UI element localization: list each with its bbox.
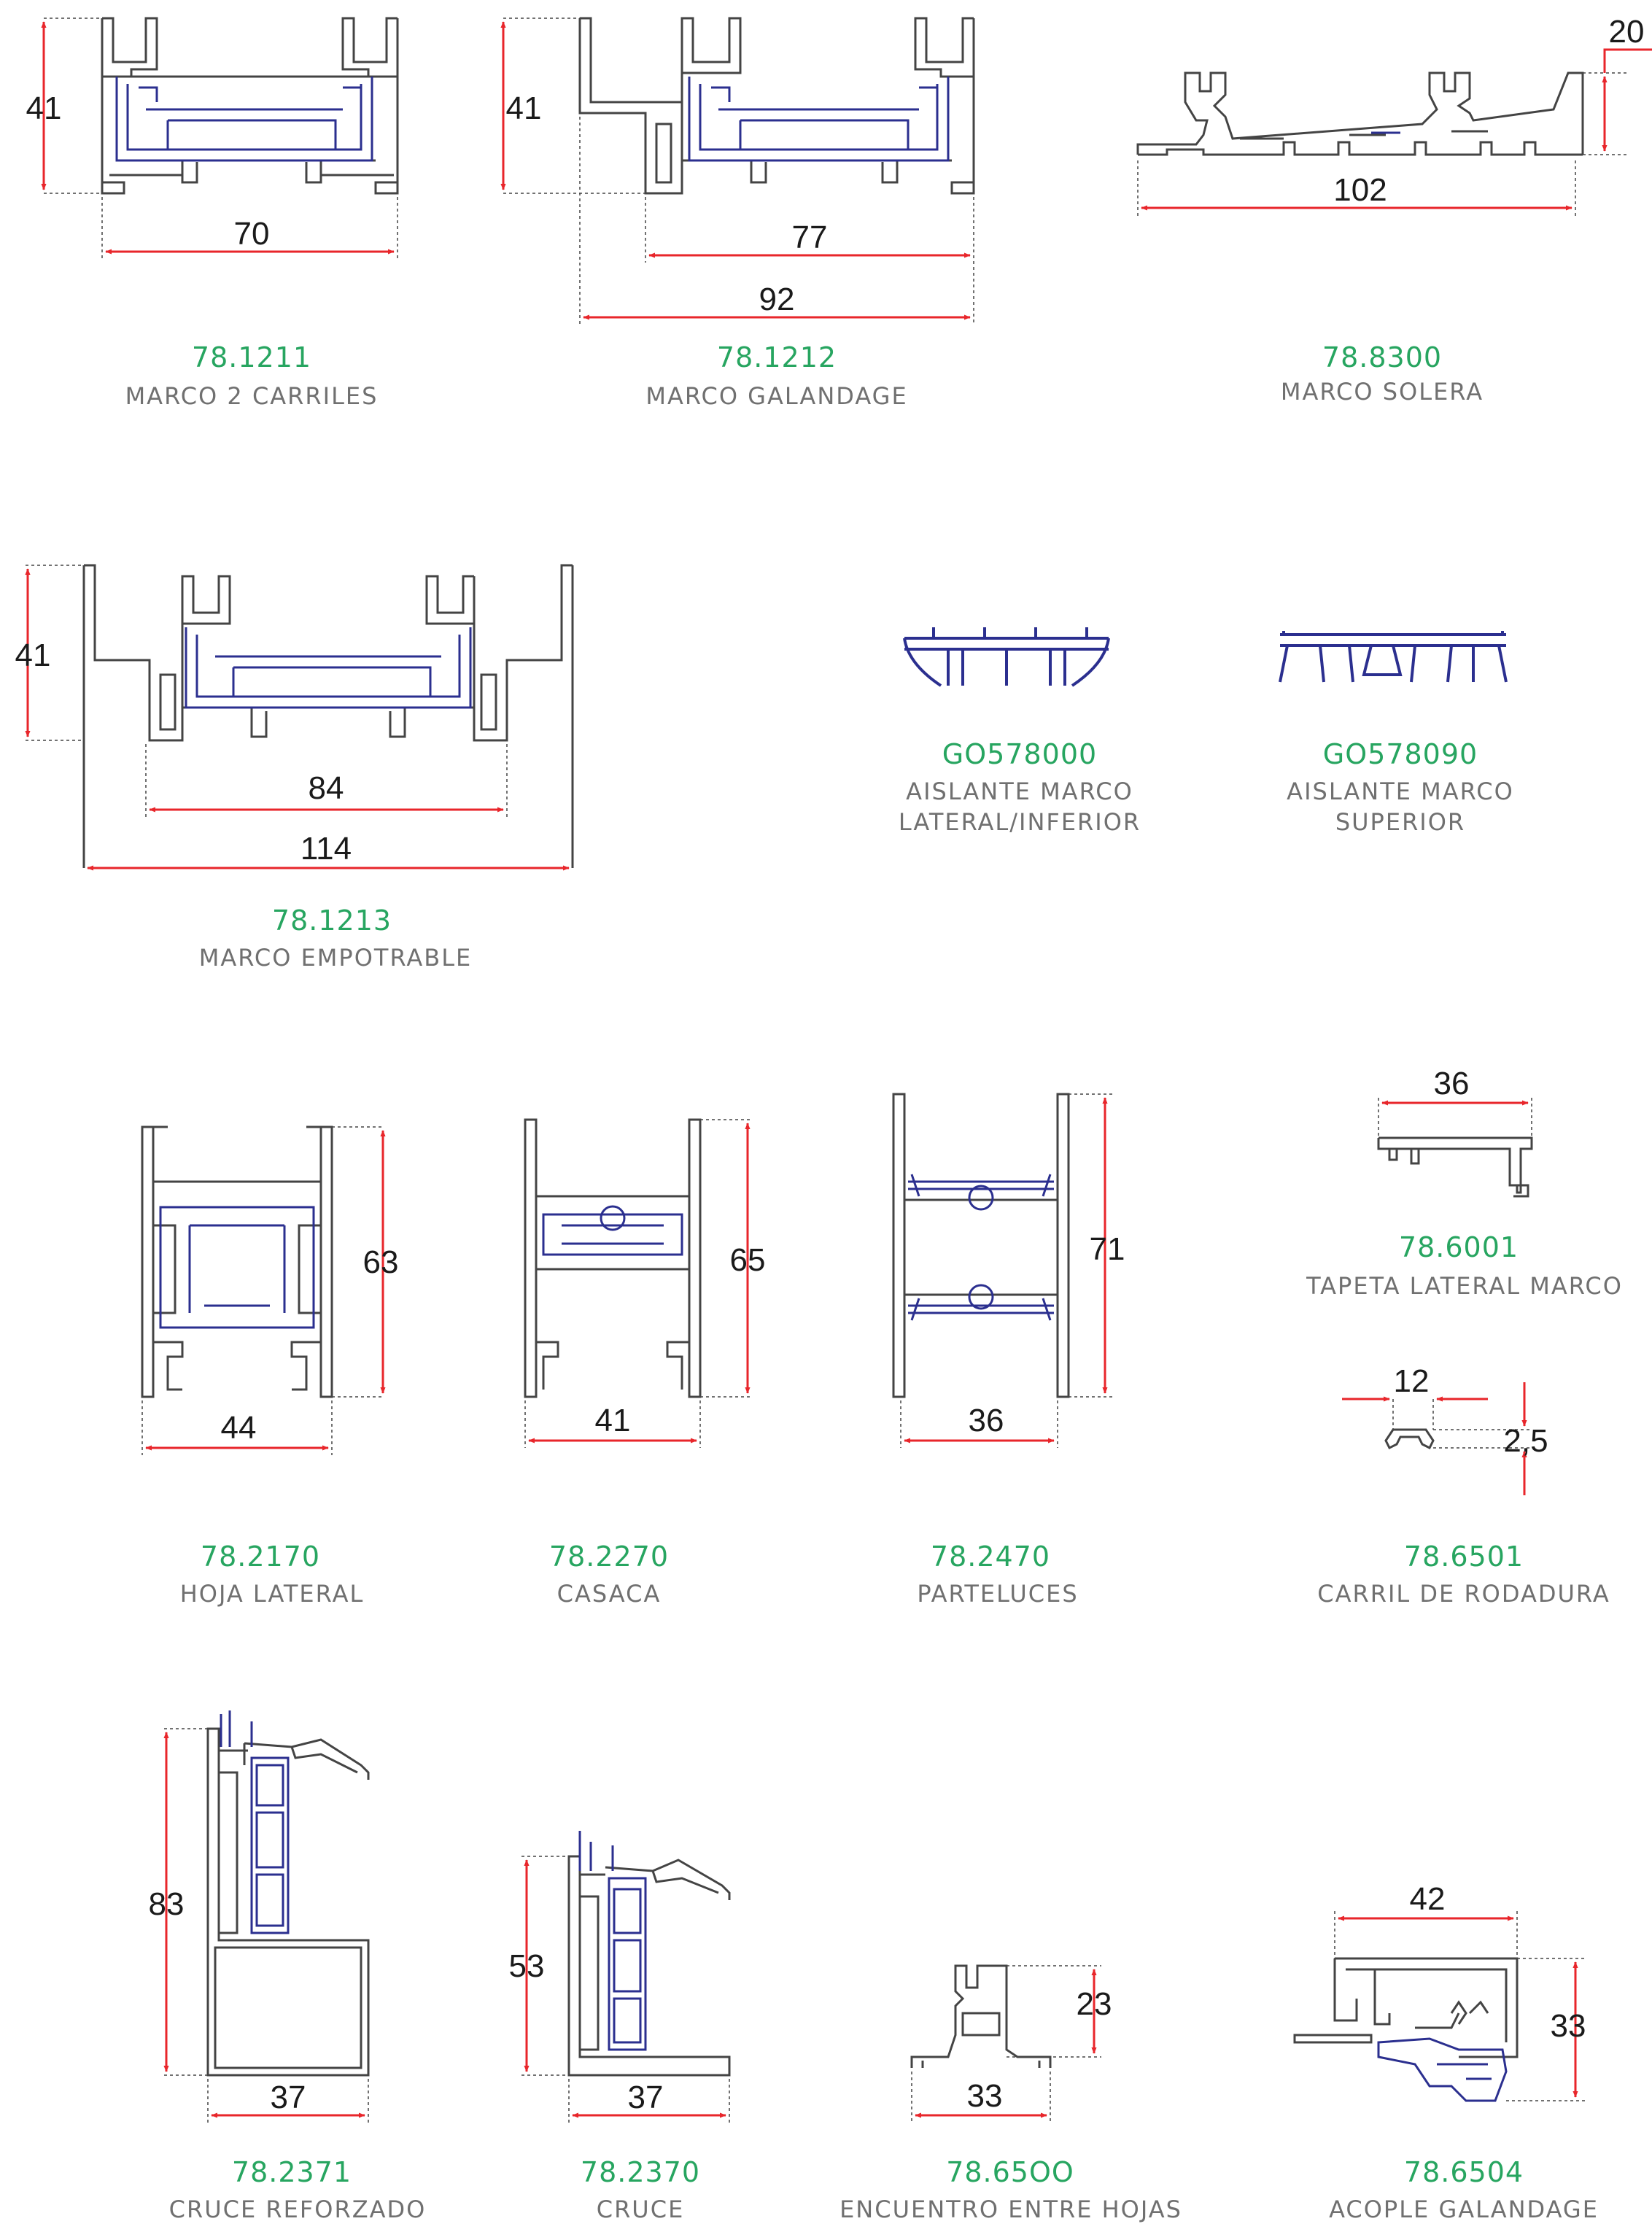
profile-drawing-78-8300 [1136,71,1584,156]
profile-name-78-1211: MARCO 2 CARRILES [125,382,379,410]
profile-code-go578090: GO578090 [1322,738,1478,770]
insulator-78-1213 [185,627,472,709]
dimensions-78-6504: 42 33 [1334,1881,1586,2101]
dim-78-6001-0: 36 [1434,1066,1470,1101]
profile-drawing-78-6500 [910,1964,1052,2068]
insulator-go578000 [903,627,1110,687]
dim-78-2170-0: 63 [363,1244,399,1280]
profile-name-78-6001: TAPETA LATERAL MARCO [1306,1272,1623,1300]
profile-drawing-78-2270 [524,1118,702,1398]
insulator-78-2270 [542,1205,683,1256]
profile-drawing-78-6001 [1377,1136,1533,1198]
profile-code-78-6504: 78.6504 [1403,2156,1524,2188]
profile-name-78-6504: ACOPLE GALANDAGE [1329,2196,1599,2223]
profile-code-78-6501: 78.6501 [1403,1541,1524,1573]
insulator-78-1212 [688,77,950,162]
insulator-78-1211 [115,77,373,162]
dim-78-6500-0: 23 [1077,1986,1112,2022]
insulator-78-2170 [159,1206,315,1329]
insulator-go578090 [1279,631,1508,683]
insulator-78-2371 [220,1710,290,1934]
profile-code-78-1211: 78.1211 [191,341,312,373]
profile-code-78-2370: 78.2370 [580,2156,701,2188]
profile-drawing-78-6504 [1293,1957,1519,2058]
profile-drawing-78-1211 [101,17,399,195]
dim-78-6501-0: 12 [1394,1363,1430,1399]
dimensions-78-8300: 20 102 [1137,14,1652,219]
profile-name-78-6501: CARRIL DE RODADURA [1317,1580,1610,1608]
dim-78-2370-0: 53 [509,1948,545,1984]
dim-78-2270-0: 65 [730,1242,766,1278]
profile-drawing-78-2470 [892,1093,1070,1398]
dim-78-6504-1: 33 [1551,2008,1586,2044]
profile-code-78-2470: 78.2470 [930,1541,1051,1573]
profile-name-78-2170: HOJA LATERAL [179,1580,365,1608]
dimensions-78-2371: 83 37 [149,1728,369,2123]
profile-code-78-6500: 78.65OO [946,2156,1074,2188]
profile-code-78-1213: 78.1213 [271,904,392,937]
profile-drawing-78-2370 [567,1855,731,2077]
dim-78-2371-1: 37 [271,2080,306,2115]
profile-drawing-78-6501 [1384,1428,1435,1450]
dimensions-78-2270: 65 41 [524,1119,766,1448]
dim-78-1211-1: 70 [234,216,270,252]
dim-78-2470-1: 36 [969,1403,1004,1438]
dim-78-1212-0: 41 [506,90,542,126]
profile-name-78-1212: MARCO GALANDAGE [645,382,908,410]
profile-name-78-2270: CASACA [557,1580,662,1608]
dimensions-78-2370: 53 37 [509,1856,730,2123]
profile-name-78-8300: MARCO SOLERA [1280,378,1484,406]
profile-code-78-6001: 78.6001 [1398,1231,1519,1263]
dim-78-6504-0: 42 [1410,1881,1446,1917]
dimensions-78-1211: 41 70 [26,18,398,259]
profile-name-78-6500: ENCUENTRO ENTRE HOJAS [839,2196,1182,2223]
dimensions-78-2170: 63 44 [141,1126,399,1455]
dim-78-1212-1: 77 [792,220,828,255]
dim-78-2370-1: 37 [628,2080,664,2115]
dim-78-1213-2: 114 [300,831,352,867]
dimensions-78-6501: 12 2,5 [1342,1363,1548,1495]
profile-name-78-2371: CRUCE REFORZADO [168,2196,427,2223]
profile-drawing-78-2170 [141,1125,333,1398]
dimensions-78-1212: 41 77 92 [500,18,974,325]
insulator-78-2370 [578,1831,647,2051]
insulator-78-2470 [908,1174,1054,1321]
dim-78-2371-0: 83 [149,1886,185,1922]
profile-name-78-1213: MARCO EMPOTRABLE [198,944,473,972]
profile-name-78-2370: CRUCE [596,2196,685,2223]
dim-78-6501-1: 2,5 [1503,1423,1548,1459]
dim-78-1212-2: 92 [759,282,795,317]
profile-code-78-2371: 78.2371 [231,2156,352,2188]
dim-78-2470-0: 71 [1090,1231,1125,1267]
profile-code-78-2270: 78.2270 [548,1541,670,1573]
dim-78-6500-1: 33 [967,2078,1003,2114]
dimensions-78-6500: 23 33 [911,1965,1112,2123]
profile-name-78-2470: PARTELUCES [917,1580,1079,1608]
dimensions-78-1213: 41 84 114 [15,565,570,871]
profile-code-78-1212: 78.1212 [716,341,837,373]
dim-78-1213-0: 41 [15,638,51,673]
dim-78-8300-1: 102 [1333,172,1387,208]
dim-78-1211-0: 41 [26,90,62,126]
profile-code-78-8300: 78.8300 [1322,341,1443,373]
dim-78-1213-1: 84 [309,770,344,806]
dimensions-78-2470: 71 36 [900,1093,1125,1448]
dim-78-2170-1: 44 [221,1410,257,1446]
profile-drawing-78-1212 [578,17,975,195]
profile-code-go578000: GO578000 [942,738,1098,770]
profile-code-78-2170: 78.2170 [200,1541,321,1573]
profile-drawing-78-1213 [82,564,574,868]
insulator-78-6504 [1377,2037,1508,2102]
dim-78-2270-1: 41 [595,1403,631,1438]
dim-78-8300-0: 20 [1609,14,1645,50]
dimensions-78-6001: 36 [1378,1066,1532,1138]
